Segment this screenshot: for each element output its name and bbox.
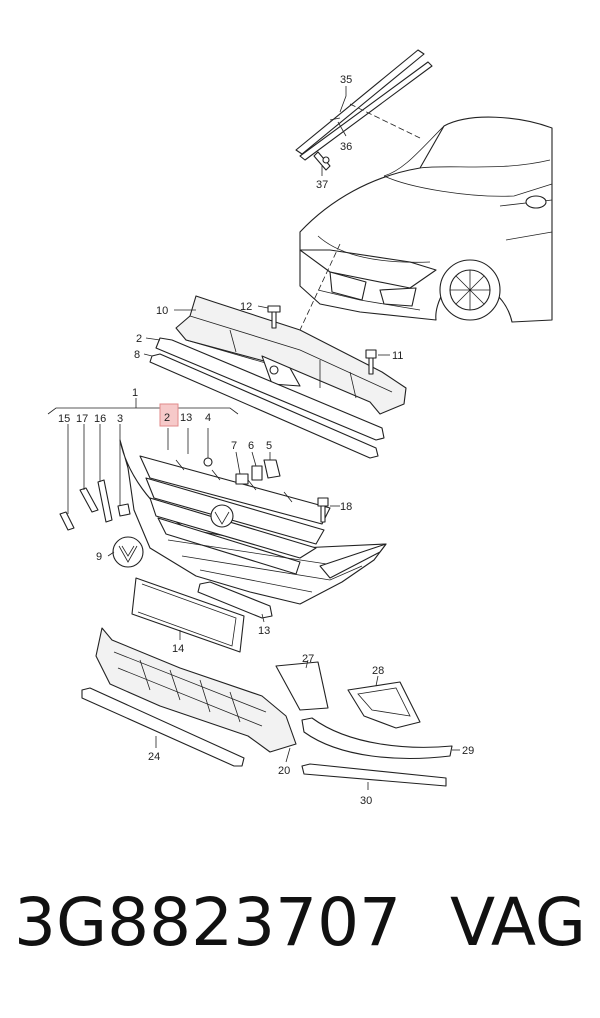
callout-27: 27 [302, 653, 314, 665]
callout-35: 35 [340, 74, 352, 86]
callout-20: 20 [278, 765, 290, 777]
callout-17: 17 [76, 413, 88, 425]
callout-12: 12 [240, 301, 252, 313]
highlight-box-callout-2 [159, 403, 179, 427]
trim-strip-30 [301, 763, 447, 787]
parts-diagram: 35 36 37 10 12 2 8 11 1 15 17 16 3 2 13 … [47, 49, 553, 807]
emblem-9 [112, 536, 144, 568]
trim-strip-29 [301, 717, 453, 759]
radiator-grille-1 [119, 439, 387, 605]
trim-strip-24 [81, 687, 245, 767]
callout-5: 5 [266, 440, 272, 452]
licence-plate-bracket-14 [131, 577, 245, 653]
callout-11: 11 [392, 350, 403, 362]
roof-trim-strip-35-36 [295, 49, 433, 161]
cover-28 [347, 681, 421, 729]
trim-pieces-3-15-16-17 [59, 479, 131, 531]
callout-24: 24 [148, 751, 160, 763]
callout-18: 18 [340, 501, 352, 513]
group-1-bracket [47, 407, 239, 415]
callout-3: 3 [117, 413, 123, 425]
trim-strip-2 [155, 337, 385, 441]
callout-6: 6 [248, 440, 254, 452]
callout-36: 36 [340, 141, 352, 153]
trim-clip-37 [313, 151, 331, 171]
callout-37: 37 [316, 179, 328, 191]
grille-insert-13 [197, 581, 273, 619]
callout-1: 1 [132, 387, 138, 399]
callout-14: 14 [172, 643, 184, 655]
callout-8: 8 [134, 349, 140, 361]
callout-10: 10 [156, 305, 168, 317]
callout-15: 15 [58, 413, 70, 425]
trim-strip-8 [149, 353, 379, 459]
callout-16: 16 [94, 413, 106, 425]
callout-9: 9 [96, 551, 102, 563]
grille-carrier-10 [175, 295, 407, 415]
callout-28: 28 [372, 665, 384, 677]
clip-11 [365, 349, 377, 375]
car-illustration [299, 116, 553, 331]
callout-13-bottom: 13 [258, 625, 270, 637]
callout-labels: 35 36 37 10 12 2 8 11 1 15 17 16 3 2 13 … [58, 74, 474, 807]
callout-2-highlighted: 2 [164, 412, 170, 424]
callout-7: 7 [231, 440, 237, 452]
callout-13-top: 13 [180, 412, 192, 424]
small-parts-4-5-6-7 [203, 457, 281, 485]
lower-grille-20 [95, 627, 297, 753]
brand-name: VAG [449, 884, 586, 961]
leader-lines [67, 86, 460, 790]
bolt-12 [267, 305, 281, 329]
bolt-18 [317, 497, 329, 523]
part-info-footer: 3G8823707 VAG [0, 880, 600, 1000]
cover-27 [275, 661, 329, 711]
callout-30: 30 [360, 795, 372, 807]
part-number: 3G8823707 [14, 884, 402, 961]
callout-4: 4 [205, 412, 211, 424]
callout-2-top: 2 [136, 333, 142, 345]
callout-29: 29 [462, 745, 474, 757]
